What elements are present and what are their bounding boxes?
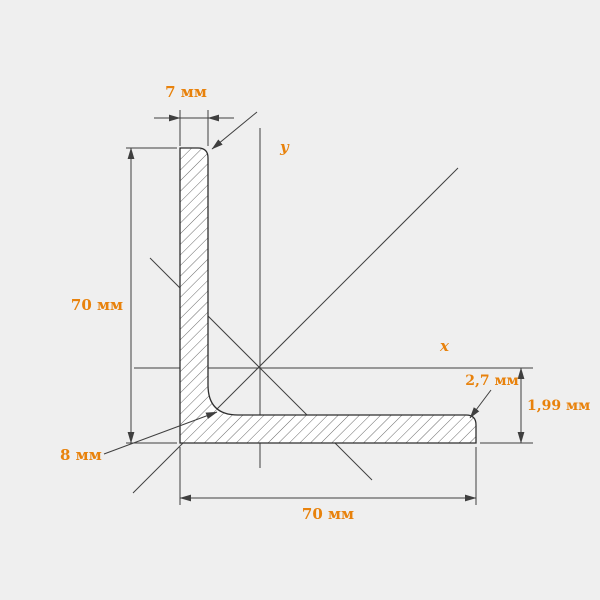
dimension-label-top: 7 мм bbox=[165, 83, 207, 101]
dimension-label-left: 70 мм bbox=[71, 296, 123, 314]
angle-section-shape bbox=[179, 147, 477, 444]
fillet-radius-label: 8 мм bbox=[60, 446, 102, 464]
dimension-bottom-width: 70 мм bbox=[179, 447, 477, 523]
callout-fillet-radius: 8 мм bbox=[60, 411, 218, 464]
dimension-label-right: 1,99 мм bbox=[527, 398, 590, 414]
dimension-right-centroid: 1,99 мм bbox=[480, 367, 590, 444]
callout-toe-radius: 2,7 мм bbox=[465, 373, 519, 419]
dimension-top-thickness: 7 мм bbox=[154, 83, 234, 146]
leader-top-toe bbox=[211, 111, 258, 150]
toe-radius-label: 2,7 мм bbox=[465, 373, 519, 389]
dimension-left-height: 70 мм bbox=[71, 147, 177, 444]
y-axis-label: y bbox=[279, 138, 290, 156]
leader-line bbox=[103, 411, 218, 455]
dimension-label-bottom: 70 мм bbox=[302, 505, 354, 523]
leader-line bbox=[469, 389, 492, 419]
x-axis-label: x bbox=[439, 337, 450, 355]
